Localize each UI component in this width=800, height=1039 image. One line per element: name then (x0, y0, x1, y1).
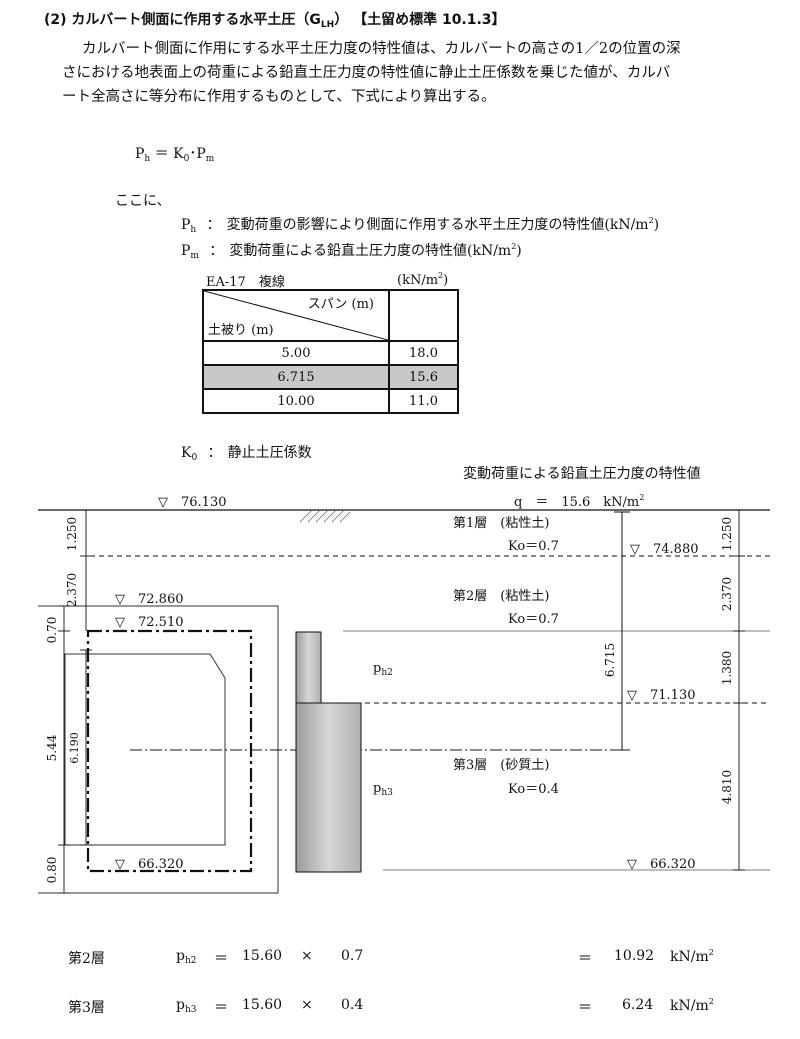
layer1-ko: Ko＝0.7 (508, 539, 559, 554)
dim-left-1250: 1.250 (65, 517, 79, 551)
table-header-diagonal-cell: スパン (m) 土被り (m) (202, 289, 390, 342)
pressure-block-ph2 (295, 631, 322, 704)
dim-left-2370: 2.370 (65, 573, 79, 607)
layer2-name: 第2層 (粘性土) (453, 589, 549, 604)
dim-depth-6715: 6.715 (603, 643, 617, 677)
elevation-layer1: ▽ 74.880 (630, 542, 699, 557)
elevation-roof-inner: ▽ 72.510 (115, 615, 184, 630)
elevation-bottom: ▽ 66.320 (627, 857, 696, 872)
diagram-caption: 変動荷重による鉛直土圧力度の特性値 (463, 465, 701, 482)
dim-left-544: 5.44 (45, 734, 59, 761)
culvert-earth-pressure-diagram: 変動荷重による鉛直土圧力度の特性値 q ＝ 15.6 kN/m2 ▽ 76.13… (38, 465, 770, 894)
definitions-intro: ここに、 (115, 193, 171, 209)
layer3-ko: Ko＝0.4 (508, 782, 559, 797)
table-row: 10.00 11.0 (202, 388, 459, 414)
layer2-ko: Ko＝0.7 (508, 612, 559, 627)
culvert-centerline-frame (86, 629, 253, 873)
load-table: スパン (m) 土被り (m) 5.00 18.0 6.715 15.6 10.… (202, 289, 459, 414)
elevation-roof-outer: ▽ 72.860 (115, 592, 184, 607)
dim-right-1250: 1.250 (720, 517, 734, 551)
table-caption: EA-17 複線 (206, 275, 285, 290)
table-header-value-cell (388, 289, 459, 342)
dim-right-4810: 4.810 (720, 770, 734, 804)
paragraph-line-3: ート全高さに等分布に作用するものとして、下式により算出する。 (62, 89, 496, 105)
table-unit: (kN/m2) (397, 271, 449, 288)
paragraph-line-1: カルバート側面に作用にする水平土圧力度の特性値は、カルバートの高さの1／2の位置… (82, 41, 681, 57)
header-cover: 土被り (m) (208, 323, 274, 338)
table-row-selected: 6.715 15.6 (202, 364, 459, 390)
section-title: カルバート側面に作用する水平土圧（G (71, 12, 321, 28)
elevation-ground: ▽ 76.130 (158, 495, 227, 510)
table-row: 5.00 18.0 (202, 340, 459, 366)
dim-inner-6190: 6.190 (68, 732, 81, 764)
layer3-name: 第3層 (砂質土) (453, 758, 549, 773)
section-number: (2) (44, 12, 67, 28)
surcharge-label: q ＝ 15.6 kN/m2 (514, 493, 644, 510)
culvert-inner-cavity (64, 653, 226, 846)
definition-k0: K0 ：静止土圧係数 (181, 445, 312, 463)
table-header-row: スパン (m) 土被り (m) (202, 289, 459, 342)
elevation-floor-inner: ▽ 66.320 (115, 857, 184, 872)
dim-right-1380: 1.380 (720, 651, 734, 685)
ph2-label: ph2 (373, 661, 393, 678)
layer1-name: 第1層 (粘性土) (453, 516, 549, 531)
section-reference: 【土留め標準 10.1.3】 (353, 12, 506, 28)
pressure-block-ph3 (295, 702, 362, 873)
section-heading: (2) カルバート側面に作用する水平土圧（GLH） 【土留め標準 10.1.3】 (44, 12, 506, 30)
paragraph-line-2: さにおける地表面上の荷重による鉛直土圧力度の特性値に静止土圧係数を乗じた値が、カ… (62, 65, 671, 81)
definition-pm: Pm ：変動荷重による鉛直土圧力度の特性値(kN/m2) (181, 242, 522, 261)
ph3-label: ph3 (373, 781, 393, 798)
main-formula: Ph ＝ K0･Pm (135, 146, 215, 164)
ground-hatch-icon (299, 509, 351, 523)
definition-ph: Ph ：変動荷重の影響により側面に作用する水平土圧力度の特性値(kN/m2) (181, 216, 660, 235)
elevation-layer2: ▽ 71.130 (627, 688, 696, 703)
dim-left-070: 0.70 (45, 617, 59, 644)
dim-left-080: 0.80 (45, 857, 59, 884)
dim-right-2370: 2.370 (720, 577, 734, 611)
header-span: スパン (m) (307, 297, 374, 312)
diagonal-line (204, 291, 388, 340)
